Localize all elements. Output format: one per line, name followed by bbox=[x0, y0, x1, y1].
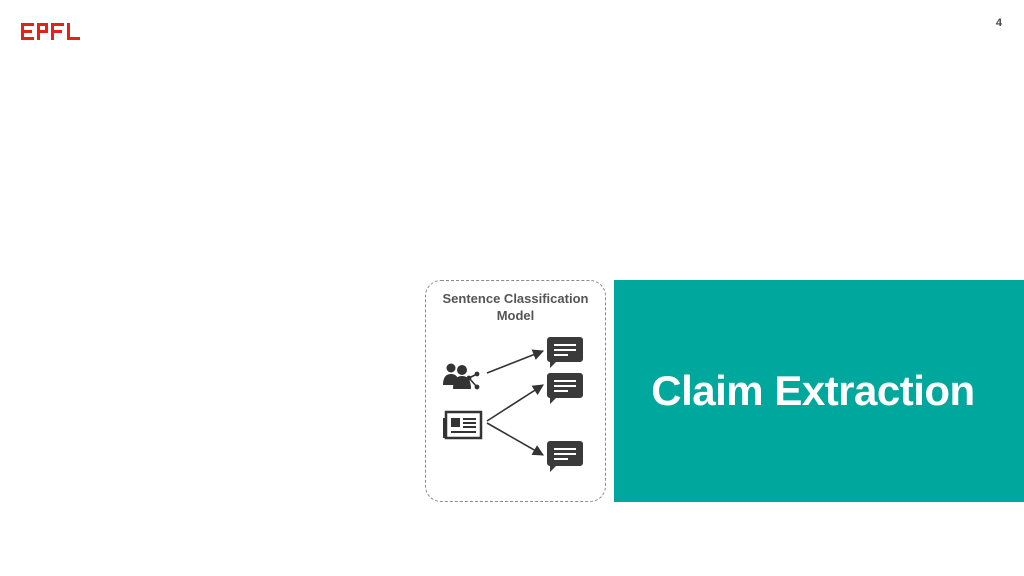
message-icon bbox=[547, 373, 583, 404]
arrow-news-to-message-3 bbox=[486, 422, 544, 456]
flow-arrows bbox=[486, 349, 545, 456]
arrow-social-to-message-1 bbox=[486, 349, 545, 374]
classification-diagram bbox=[443, 337, 583, 472]
model-title: Sentence Classification Model bbox=[442, 291, 589, 323]
message-icon bbox=[547, 441, 583, 472]
message-icon bbox=[547, 337, 583, 368]
arrow-news-to-message-2 bbox=[486, 384, 544, 422]
claim-extraction-panel: Claim Extraction bbox=[614, 280, 1024, 502]
section-title: Claim Extraction bbox=[651, 367, 975, 414]
epfl-logo bbox=[21, 23, 80, 40]
sentence-classification-model-box: Sentence Classification Model bbox=[425, 280, 606, 502]
page-number: 4 bbox=[995, 17, 1002, 29]
users-share-icon bbox=[443, 363, 480, 390]
newspaper-icon bbox=[443, 410, 483, 440]
